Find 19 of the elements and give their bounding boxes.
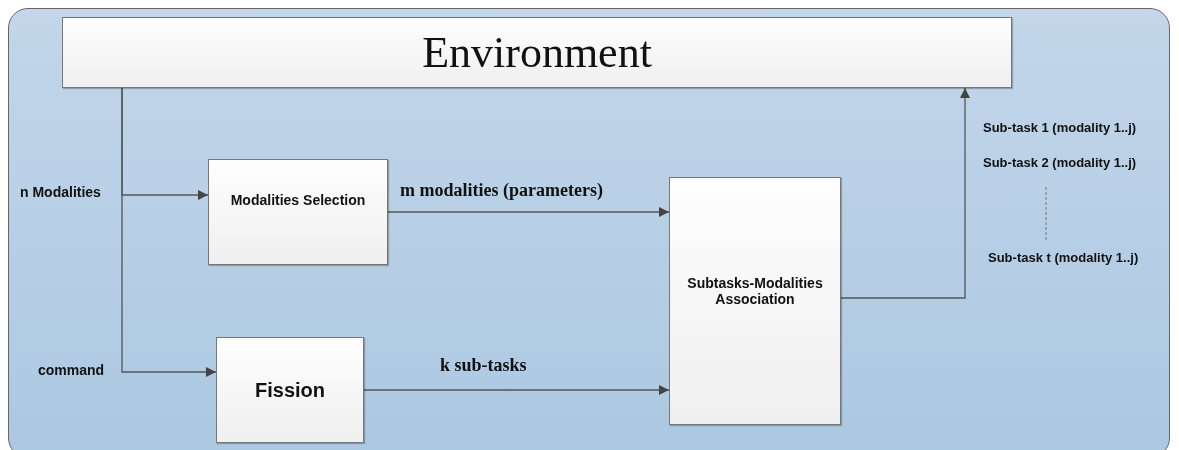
node-label: Subtasks-Modalities Association <box>686 275 824 307</box>
environment-box <box>62 17 1012 88</box>
arrow <box>387 207 670 217</box>
node-label: Fission <box>254 378 326 402</box>
node-label: Environment <box>421 27 653 78</box>
arrow <box>121 87 217 377</box>
subtask-label: Sub-task 2 (modality 1..j) <box>983 155 1137 170</box>
edge-label: command <box>38 362 105 378</box>
edge-label: n Modalities <box>20 184 101 200</box>
arrow <box>840 87 970 299</box>
process-box <box>216 337 364 443</box>
process-box <box>669 177 841 425</box>
subtask-label: Sub-task t (modality 1..j) <box>988 250 1139 265</box>
edge-label: m modalities (parameters) <box>400 180 603 201</box>
node-label: Modalities Selection <box>229 192 367 208</box>
arrow <box>363 385 670 395</box>
edge-label: k sub-tasks <box>440 355 527 376</box>
subtask-label: Sub-task 1 (modality 1..j) <box>983 120 1137 135</box>
process-box <box>208 159 388 265</box>
